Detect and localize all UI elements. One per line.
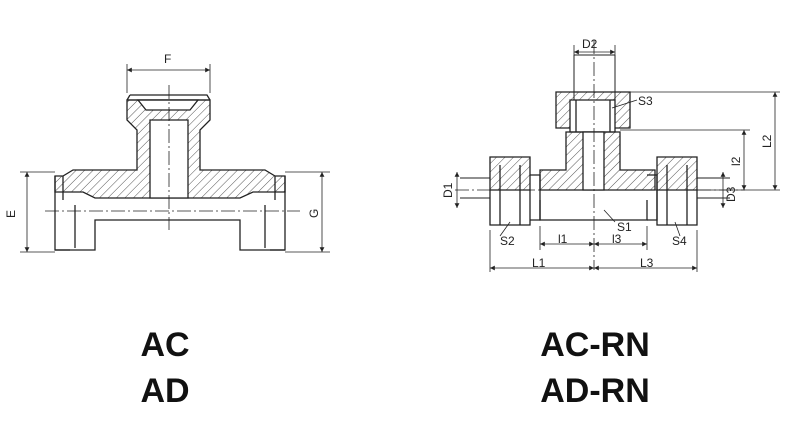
label-L2: L2	[760, 134, 774, 148]
right-nut	[656, 156, 698, 191]
caption-left-line1: AC	[140, 326, 190, 364]
caption-left-line2: AD	[140, 372, 190, 410]
label-S1: S1	[617, 220, 632, 234]
label-D1: D1	[441, 182, 455, 198]
label-S3: S3	[638, 94, 653, 108]
label-D2: D2	[582, 37, 598, 51]
label-l1: l1	[558, 232, 568, 246]
caption-right-line1: AC-RN	[540, 326, 650, 364]
label-L3: L3	[640, 256, 654, 270]
label-D3: D3	[724, 186, 738, 202]
label-G: G	[307, 209, 321, 218]
label-S2: S2	[500, 234, 515, 248]
label-E: E	[4, 210, 18, 218]
right-tee-fitting	[455, 40, 745, 270]
label-l3: l3	[612, 232, 622, 246]
left-dimensions	[20, 64, 330, 253]
right-dimensions	[454, 45, 780, 272]
label-S4: S4	[672, 234, 687, 248]
label-l2: l2	[729, 156, 743, 166]
label-F: F	[164, 52, 171, 66]
left-nut	[489, 156, 531, 191]
caption-right-line2: AD-RN	[540, 372, 650, 410]
label-L1: L1	[532, 256, 546, 270]
left-tee-fitting	[45, 85, 300, 251]
